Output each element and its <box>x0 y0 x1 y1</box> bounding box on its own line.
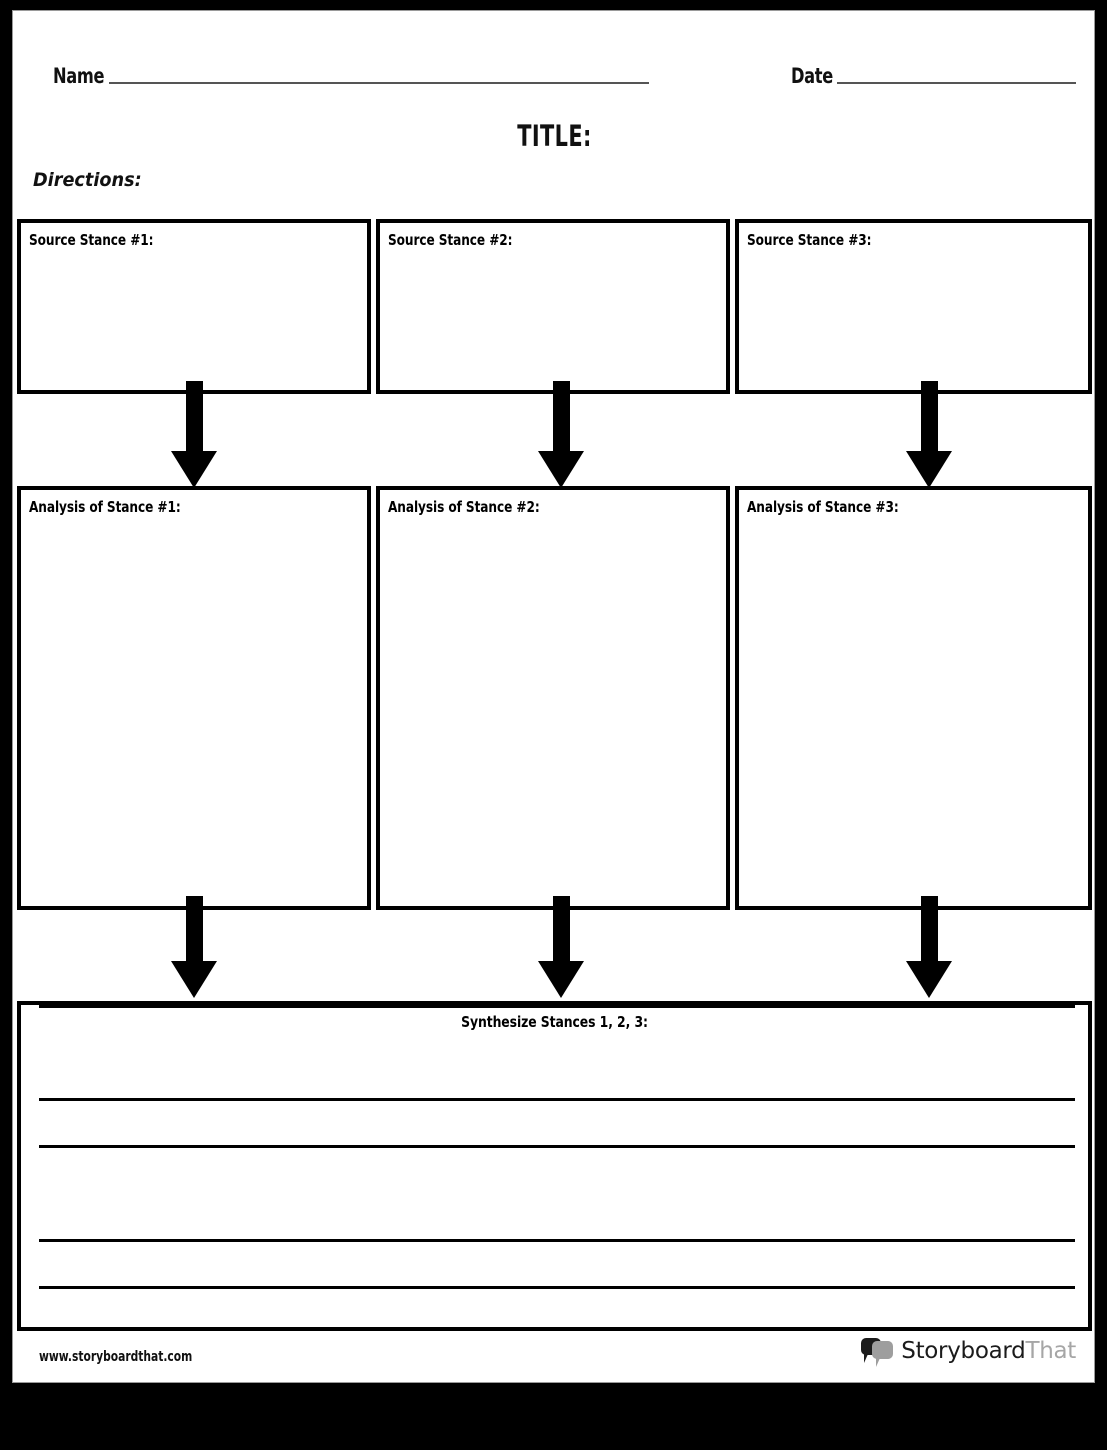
synthesize-write-line[interactable] <box>39 1145 1075 1148</box>
source-stance-box-2[interactable]: Source Stance #2: <box>376 219 730 394</box>
analysis-box-3[interactable]: Analysis of Stance #3: <box>735 486 1092 910</box>
arrow-shaft <box>921 381 938 456</box>
arrow-head <box>171 961 217 998</box>
brand-secondary-text: That <box>1025 1338 1076 1364</box>
arrow-head <box>906 961 952 998</box>
analysis-label-3: Analysis of Stance #3: <box>747 498 899 516</box>
down-arrow-icon <box>906 381 952 491</box>
source-stance-box-1[interactable]: Source Stance #1: <box>17 219 371 394</box>
down-arrow-icon <box>171 896 217 1001</box>
analysis-box-2[interactable]: Analysis of Stance #2: <box>376 486 730 910</box>
speech-bubble-front <box>872 1341 894 1367</box>
source-stance-label-3: Source Stance #3: <box>747 231 872 249</box>
down-arrow-icon <box>171 381 217 491</box>
directions-label: Directions: <box>33 169 142 191</box>
analysis-label-1: Analysis of Stance #1: <box>29 498 181 516</box>
down-arrow-icon <box>906 896 952 1001</box>
source-stance-label-1: Source Stance #1: <box>29 231 154 249</box>
arrow-head <box>906 451 952 488</box>
arrow-shaft <box>553 896 570 966</box>
name-label: Name <box>53 64 105 88</box>
arrow-shaft <box>921 896 938 966</box>
brand-primary-text: Storyboard <box>901 1338 1026 1364</box>
synthesize-label: Synthesize Stances 1, 2, 3: <box>461 1013 648 1031</box>
name-write-line[interactable] <box>109 82 649 84</box>
synthesize-write-line[interactable] <box>39 1098 1075 1101</box>
arrow-head <box>171 451 217 488</box>
analysis-label-2: Analysis of Stance #2: <box>388 498 540 516</box>
speech-bubbles-icon <box>861 1336 894 1367</box>
date-label: Date <box>791 64 833 88</box>
date-write-line[interactable] <box>837 82 1076 84</box>
source-stance-label-2: Source Stance #2: <box>388 231 513 249</box>
synthesize-write-line[interactable] <box>39 1286 1075 1289</box>
synthesize-write-line[interactable] <box>39 1239 1075 1242</box>
source-stance-box-3[interactable]: Source Stance #3: <box>735 219 1092 394</box>
footer-url[interactable]: www.storyboardthat.com <box>39 1349 193 1365</box>
synthesize-box[interactable]: Synthesize Stances 1, 2, 3: <box>17 1001 1092 1331</box>
worksheet-page: Name Date TITLE: Directions: Source Stan… <box>12 10 1095 1383</box>
down-arrow-icon <box>538 896 584 1001</box>
brand-wordmark: StoryboardThat <box>901 1338 1076 1364</box>
header-row: Name Date <box>13 56 1096 96</box>
analysis-box-1[interactable]: Analysis of Stance #1: <box>17 486 371 910</box>
synthesize-write-line[interactable] <box>39 1005 1075 1008</box>
arrow-head <box>538 451 584 488</box>
arrow-shaft <box>186 896 203 966</box>
down-arrow-icon <box>538 381 584 491</box>
arrow-shaft <box>186 381 203 456</box>
storyboardthat-logo[interactable]: StoryboardThat <box>861 1333 1076 1369</box>
arrow-head <box>538 961 584 998</box>
arrow-shaft <box>553 381 570 456</box>
page-title: TITLE: <box>517 119 592 153</box>
